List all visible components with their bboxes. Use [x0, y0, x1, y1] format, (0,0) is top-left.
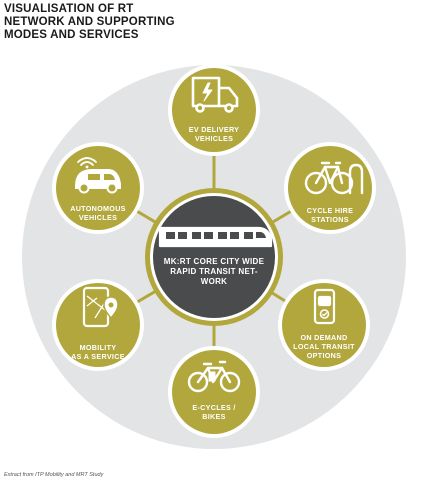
center-label-line-2: RAPID TRANSIT NET-	[170, 267, 258, 276]
node-mobility: MOBILITY AS A SERVICE	[52, 279, 144, 371]
title-line-2: NETWORK AND SUPPORTING	[4, 16, 175, 28]
on-demand-label-line-1: ON DEMAND	[300, 333, 347, 342]
on-demand-label-line-3: OPTIONS	[307, 351, 341, 360]
bicycle-icon	[304, 161, 364, 195]
train-icon	[158, 226, 273, 248]
center-label-line-1: MK:RT CORE CITY WIDE	[164, 257, 265, 266]
autonomous-label-line-2: VEHICLES	[79, 213, 117, 222]
ev-label-line-2: VEHICLES	[195, 134, 233, 143]
smartphone-bus-icon	[313, 288, 336, 325]
center-label-line-3: WORK	[201, 277, 228, 286]
node-ev-delivery: EV DELIVERY VEHICLES	[168, 64, 260, 156]
mobility-label-line-2: AS A SERVICE	[71, 352, 125, 361]
on-demand-label-line-2: LOCAL TRANSIT	[293, 342, 355, 351]
center-node: MK:RT CORE CITY WIDE RAPID TRANSIT NET- …	[145, 188, 283, 326]
title-line-1: VISUALISATION OF RT	[4, 3, 134, 15]
source-note: Extract from ITP Mobility and MRT Study	[4, 472, 104, 478]
e-cycles-label-line-2: BIKES	[202, 412, 225, 421]
e-cycles-label-line-1: E-CYCLES /	[192, 403, 235, 412]
cycle-hire-label-line-1: CYCLE HIRE	[307, 206, 354, 215]
cycle-hire-label-line-2: STATIONS	[311, 215, 349, 224]
page-title: VISUALISATION OF RT NETWORK AND SUPPORTI…	[4, 3, 175, 42]
smartphone-map-icon	[82, 286, 119, 328]
node-e-cycles: E-CYCLES / BIKES	[168, 346, 260, 438]
node-cycle-hire: CYCLE HIRE STATIONS	[284, 142, 376, 234]
ev-label-line-1: EV DELIVERY	[189, 125, 240, 134]
autonomous-label-line-1: AUTONOMOUS	[70, 204, 126, 213]
autonomous-car-icon	[75, 157, 121, 194]
node-on-demand: ON DEMAND LOCAL TRANSIT OPTIONS	[278, 279, 370, 371]
delivery-van-icon	[191, 76, 239, 113]
e-bike-icon	[187, 360, 241, 393]
mobility-label-line-1: MOBILITY	[80, 343, 117, 352]
title-line-3: MODES AND SERVICES	[4, 29, 139, 41]
node-autonomous: AUTONOMOUS VEHICLES	[52, 142, 144, 234]
